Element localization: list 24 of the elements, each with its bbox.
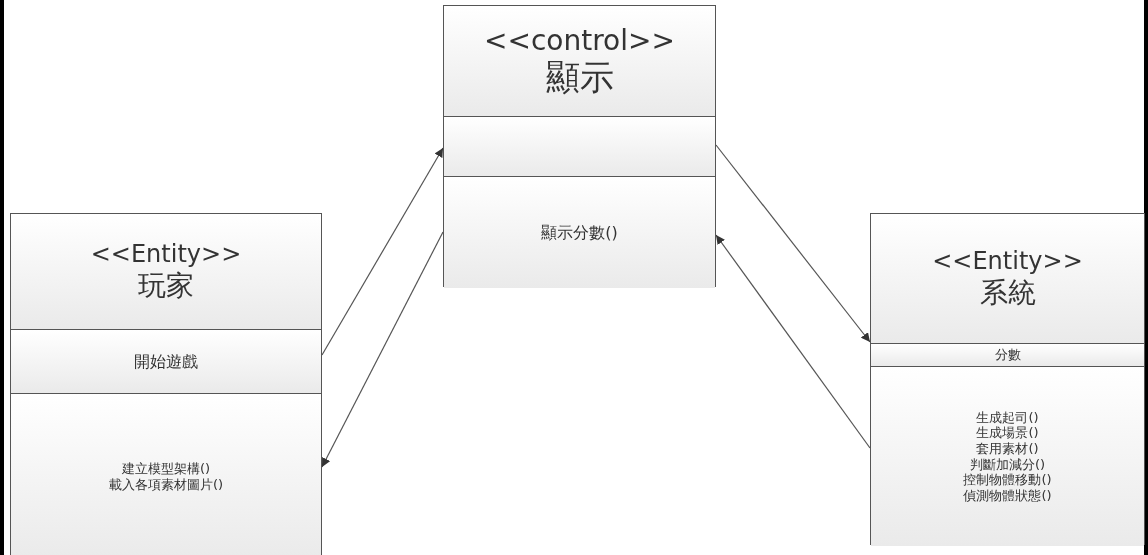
method-text: 生成起司() — [976, 409, 1039, 426]
method-text: 判斷加減分() — [969, 456, 1046, 473]
class-box — [10, 213, 322, 555]
class-name: 系統 — [979, 276, 1036, 310]
class-box — [870, 213, 1145, 545]
stereotype-label: <<control>> — [484, 23, 675, 58]
arrow — [715, 234, 871, 449]
method-text: 套用素材() — [976, 440, 1039, 457]
attribute-text: 分數 — [994, 347, 1021, 363]
method-text: 建立模型架構() — [121, 460, 211, 477]
attribute-text: 開始遊戲 — [134, 351, 198, 372]
arrow — [715, 144, 871, 343]
method-text: 控制物體移動() — [963, 472, 1052, 488]
method-text: 載入各項素材圖片() — [108, 476, 224, 493]
arrow — [321, 231, 444, 468]
method-text: 顯示分數() — [541, 222, 618, 243]
method-text: 生成場景() — [976, 425, 1039, 441]
method-text: 偵測物體狀態() — [963, 487, 1052, 504]
stereotype-label: <<Entity>> — [932, 247, 1083, 277]
class-name: 玩家 — [138, 269, 194, 303]
class-box — [443, 5, 716, 287]
stereotype-label: <<Entity>> — [90, 240, 242, 270]
arrow — [321, 147, 444, 356]
class-name: 顯示 — [545, 57, 614, 99]
